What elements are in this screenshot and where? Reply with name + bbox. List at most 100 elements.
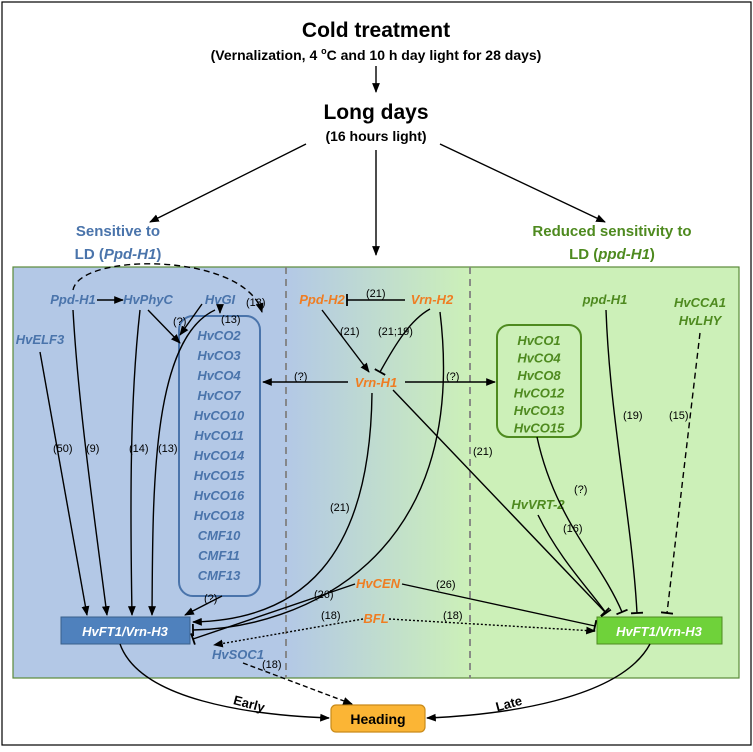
edge-vrnh1-vrnh2 xyxy=(374,308,431,376)
co-green-item-3: HvCO8 xyxy=(517,368,561,383)
label-late: Late xyxy=(494,693,524,714)
ref-26-left: (26) xyxy=(314,589,334,601)
co-green-item-1: HvCO1 xyxy=(517,333,560,348)
region-border xyxy=(12,266,740,679)
ref-13a: (13) xyxy=(246,297,266,309)
ref-21-top: (21) xyxy=(366,288,386,300)
gene-hvsoc1: HvSOC1 xyxy=(212,647,264,662)
edge-elf3-ft1 xyxy=(39,351,90,616)
gene-vrn-h2: Vrn-H2 xyxy=(411,292,454,307)
ft1-label-left: HvFT1/Vrn-H3 xyxy=(82,624,168,639)
ref-9: (9) xyxy=(86,443,99,455)
gene-hvphyc: HvPhyC xyxy=(123,292,173,307)
gene-hvcen: HvCEN xyxy=(356,576,401,591)
co-blue-item-12: CMF11 xyxy=(198,548,240,563)
gene-hvcca1: HvCCA1 xyxy=(674,295,726,310)
title-cold-treatment: Cold treatment xyxy=(302,19,450,42)
edge-hvcen-ft1-left xyxy=(190,583,356,645)
arrow-longdays-left xyxy=(149,143,307,223)
co-blue-item-7: HvCO14 xyxy=(194,448,245,463)
ref-50: (50) xyxy=(53,443,73,455)
gene-bfl: BFL xyxy=(363,611,388,626)
co-green-item-6: HvCO15 xyxy=(514,421,565,436)
ref-q-right: (?) xyxy=(446,371,459,383)
co-blue-item-10: HvCO18 xyxy=(194,508,245,523)
ref-21-19: (21;19) xyxy=(378,326,413,338)
ft1-label-right: HvFT1/Vrn-H3 xyxy=(616,624,702,639)
ref-13c: (13) xyxy=(158,443,178,455)
edge-phyc-co xyxy=(147,309,181,344)
branch-right-line2: LD (ppd-H1) xyxy=(569,246,655,263)
co-blue-item-5: HvCO10 xyxy=(194,408,245,423)
gene-vrn-h1: Vrn-H1 xyxy=(355,375,397,390)
co-blue-item-6: HvCO11 xyxy=(194,428,244,443)
ref-q1: (?) xyxy=(173,316,186,328)
branch-left-line2: LD (Ppd-H1) xyxy=(75,246,162,263)
edge-ppdh1-ft1 xyxy=(72,309,110,616)
arrow-longdays-right xyxy=(439,143,606,223)
long-days-subtitle: (16 hours light) xyxy=(325,128,426,144)
ref-14: (14) xyxy=(129,443,149,455)
branch-right-line1: Reduced sensitivity to xyxy=(532,223,691,240)
co-blue-item-3: HvCO4 xyxy=(197,368,241,383)
ref-16: (16) xyxy=(563,523,583,535)
gene-hvvrt2: HvVRT-2 xyxy=(511,497,565,512)
heading-label: Heading xyxy=(350,711,405,727)
gene-ppd-h1-blue: Ppd-H1 xyxy=(50,292,96,307)
gene-ppd-h2: Ppd-H2 xyxy=(299,292,345,307)
co-green-item-4: HvCO12 xyxy=(514,386,565,401)
edge-vrnh1-ft1-left xyxy=(192,392,373,626)
ref-q-ft-left: (?) xyxy=(204,593,217,605)
subtitle-vernalization: (Vernalization, 4 oC and 10 h day light … xyxy=(211,46,542,63)
co-blue-item-13: CMF13 xyxy=(198,568,241,583)
co-green-item-2: HvCO4 xyxy=(517,351,561,366)
ref-18-soc: (18) xyxy=(262,659,282,671)
ref-21-mid: (21) xyxy=(330,502,350,514)
edge-ft1-right-heading xyxy=(426,643,651,722)
co-box-blue xyxy=(178,315,261,597)
edge-ppdh1-co-dashed xyxy=(72,263,264,313)
edge-gi-ft1 xyxy=(148,309,216,616)
region-middle xyxy=(286,267,470,678)
ref-q-green: (?) xyxy=(574,484,587,496)
edge-bfl-hvsoc1 xyxy=(213,618,364,648)
edge-vrnh1-ft1-right xyxy=(392,389,610,617)
ref-18-left: (18) xyxy=(321,610,341,622)
ref-13b: (13) xyxy=(221,314,241,326)
edge-co-ft1 xyxy=(184,595,223,616)
ref-15: (15) xyxy=(669,410,689,422)
co-green-item-5: HvCO13 xyxy=(514,403,565,418)
edge-gi-co-left xyxy=(179,303,203,336)
edge-hvcen-ft1-right xyxy=(401,583,598,633)
edge-ppdh1-ft1-right xyxy=(605,309,644,615)
edge-vrt2-ft1 xyxy=(537,514,612,618)
edge-ft1-left-heading xyxy=(119,643,330,722)
edge-vrnh2-ft1-left xyxy=(191,311,445,637)
ft1-box-right xyxy=(596,616,723,645)
ref-18-right: (18) xyxy=(443,610,463,622)
heading-box xyxy=(330,704,426,733)
co-list-blue: HvCO2HvCO3HvCO4HvCO7HvCO10HvCO11HvCO14Hv… xyxy=(194,328,245,583)
edge-ppdh2-vrnh1 xyxy=(321,309,370,373)
long-days-title: Long days xyxy=(323,101,428,124)
edge-cca1-ft1-right xyxy=(660,332,701,615)
ref-19: (19) xyxy=(623,410,643,422)
gene-ppd-h1-green: ppd-H1 xyxy=(582,292,628,307)
ref-q-left: (?) xyxy=(294,371,307,383)
co-box-green xyxy=(496,324,582,438)
edge-co-green-ft1 xyxy=(536,436,628,616)
co-blue-item-8: HvCO15 xyxy=(194,468,245,483)
co-blue-item-9: HvCO16 xyxy=(194,488,245,503)
edge-hvsoc1-heading xyxy=(242,662,353,705)
co-blue-item-11: CMF10 xyxy=(198,528,241,543)
ref-26-right: (26) xyxy=(436,579,456,591)
gene-hvlhy: HvLHY xyxy=(679,313,723,328)
co-blue-item-1: HvCO2 xyxy=(197,328,241,343)
gene-hvelf3: HvELF3 xyxy=(16,332,65,347)
ref-21-right: (21) xyxy=(473,446,493,458)
ref-21-left: (21) xyxy=(340,326,360,338)
edge-phyc-ft1 xyxy=(127,309,141,616)
gene-hvgi: HvGI xyxy=(205,292,236,307)
